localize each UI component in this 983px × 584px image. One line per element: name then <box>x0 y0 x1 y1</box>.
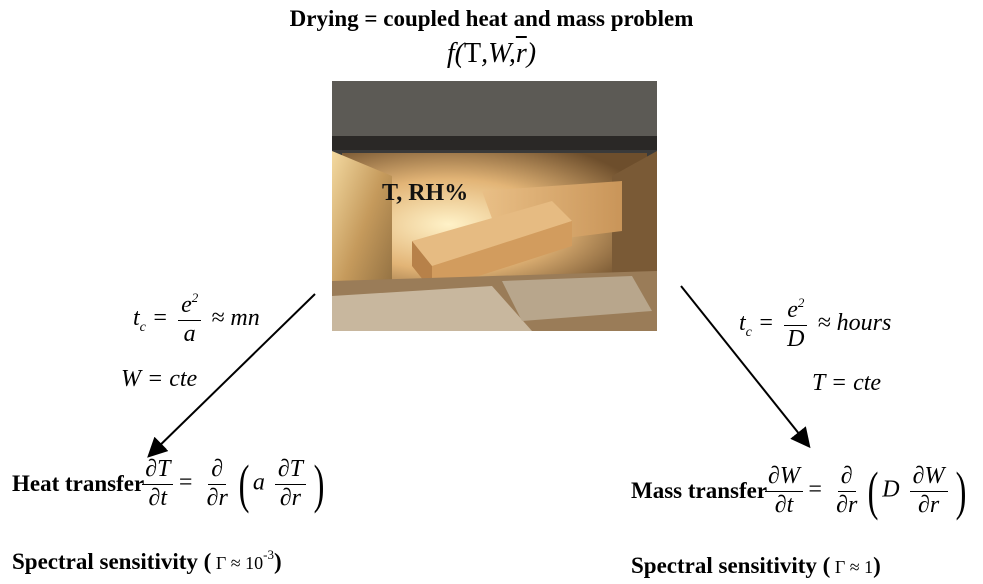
heat-constant: W = cte <box>121 366 198 392</box>
diagram-title: Drying = coupled heat and mass problem <box>289 6 694 31</box>
mass-equation-row: Mass transfer ∂W∂t= ∂∂r(D ∂W∂r) <box>631 463 969 519</box>
mass-constant: T = cte <box>812 370 882 396</box>
mass-equation: ∂W∂t= ∂∂r(D ∂W∂r) <box>761 463 969 519</box>
function-expression: f(T,W,r) <box>446 38 537 69</box>
temperature-humidity-label: T, RH% <box>382 180 469 206</box>
drying-kiln-photo <box>332 81 657 331</box>
mass-spectral-sensitivity: Spectral sensitivity ( Γ ≈ 1) <box>631 553 881 578</box>
heat-equation: ∂T∂t= ∂∂r(a ∂T∂r) <box>138 456 328 512</box>
heat-spectral-sensitivity: Spectral sensitivity ( Γ ≈ 10-3) <box>12 547 282 574</box>
heat-arrow <box>147 293 316 458</box>
heat-equation-row: Heat transfer ∂T∂t= ∂∂r(a ∂T∂r) <box>12 456 328 512</box>
kiln-illustration <box>332 81 657 331</box>
mass-arrow <box>680 285 811 449</box>
mass-label: Mass transfer <box>631 478 768 504</box>
heat-label: Heat transfer <box>12 471 145 497</box>
